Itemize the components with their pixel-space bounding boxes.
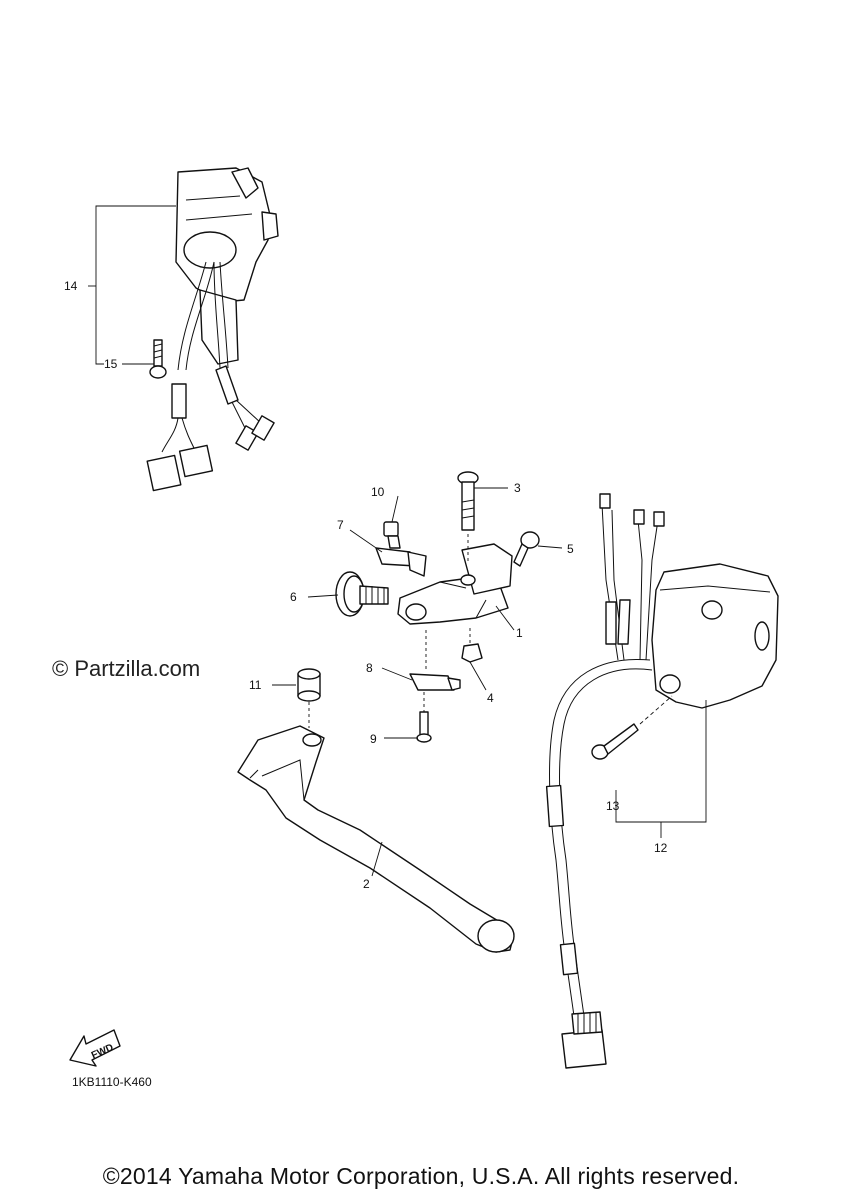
- callout-4: 4: [487, 691, 494, 705]
- part-11-bushing[interactable]: [297, 668, 321, 728]
- callout-5: 5: [567, 542, 574, 556]
- callout-numbers: 1 2 3 4 5 6 7 8 9 10 11 12 13 14 15: [64, 279, 668, 891]
- callout-10: 10: [371, 485, 385, 499]
- part-13-screw[interactable]: [591, 695, 673, 760]
- part-6-adjuster[interactable]: [335, 571, 389, 617]
- part-8-clutch-switch[interactable]: [409, 630, 461, 691]
- part-15-screw[interactable]: [149, 339, 167, 379]
- callout-11: 11: [249, 678, 262, 692]
- part-7-bracket[interactable]: [375, 547, 427, 577]
- callout-8: 8: [366, 661, 373, 675]
- fwd-arrow-icon: FWD: [69, 1029, 121, 1067]
- callout-12: 12: [654, 841, 668, 855]
- callout-leaders: [272, 487, 563, 877]
- part-2-clutch-lever[interactable]: [237, 725, 515, 953]
- callout-7: 7: [337, 518, 344, 532]
- part-1-lever-holder[interactable]: [397, 543, 513, 625]
- callout-13: 13: [606, 799, 620, 813]
- part-12-right-switch[interactable]: [545, 493, 779, 1069]
- part-3-bolt[interactable]: [457, 471, 479, 562]
- copyright-notice: ©2014 Yamaha Motor Corporation, U.S.A. A…: [102, 1163, 740, 1189]
- part-5-screw[interactable]: [513, 531, 540, 567]
- part-4-nut[interactable]: [461, 628, 483, 663]
- callout-6: 6: [290, 590, 297, 604]
- callout-1: 1: [516, 626, 523, 640]
- callout-2: 2: [363, 877, 370, 891]
- callout-3: 3: [514, 481, 521, 495]
- callout-14: 14: [64, 279, 78, 293]
- diagram-code: 1KB1110-K460: [72, 1075, 152, 1089]
- callout-9: 9: [370, 732, 377, 746]
- left-handlebar-switch[interactable]: [146, 167, 279, 492]
- watermark: © Partzilla.com: [52, 656, 201, 681]
- part-10-bolt[interactable]: [383, 521, 401, 549]
- callout-15: 15: [104, 357, 118, 371]
- part-9-screw[interactable]: [416, 692, 432, 743]
